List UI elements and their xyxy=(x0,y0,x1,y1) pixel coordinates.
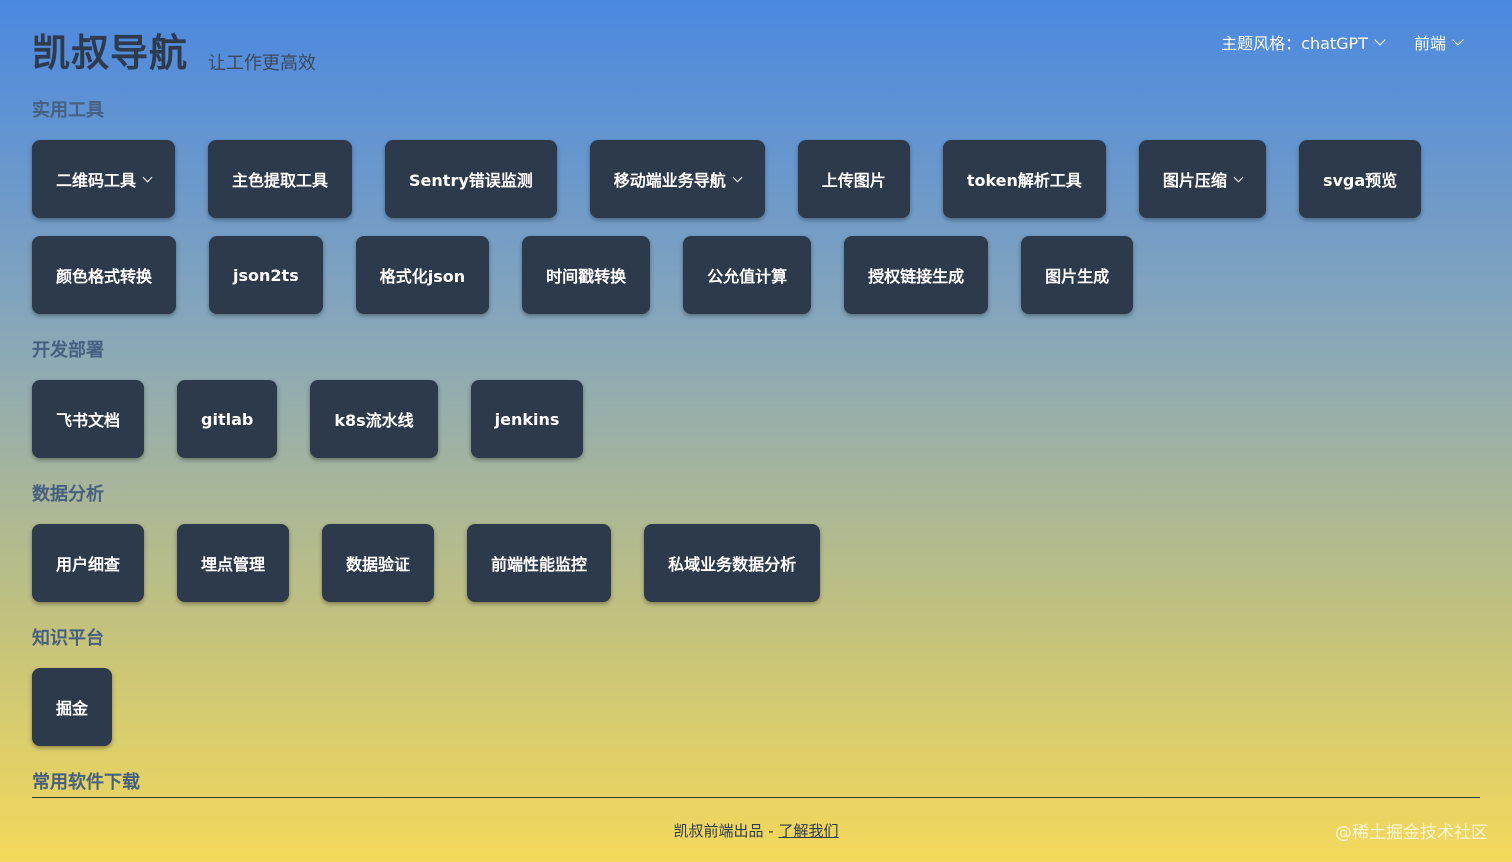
tool-button-label: 二维码工具 xyxy=(56,171,137,190)
chevron-down-icon xyxy=(732,172,743,182)
tool-button-label: 掘金 xyxy=(56,699,89,718)
knowledge-row: 掘金 xyxy=(32,668,113,746)
tool-button-label: 移动端业务导航 xyxy=(613,171,726,190)
tool-button-label: 私域业务数据分析 xyxy=(668,555,797,574)
tool-button-upload-image[interactable]: 上传图片 xyxy=(797,140,910,218)
tool-button-label: 图片生成 xyxy=(1045,267,1110,286)
tool-button-label: 颜色格式转换 xyxy=(56,267,153,286)
tool-button-qrcode[interactable]: 二维码工具 xyxy=(32,140,176,218)
tool-button-feishu-docs[interactable]: 飞书文档 xyxy=(32,380,145,458)
tool-button-label: 数据验证 xyxy=(346,555,411,574)
tool-button-color-extract[interactable]: 主色提取工具 xyxy=(208,140,353,218)
tool-button-label: 飞书文档 xyxy=(56,411,121,430)
tool-button-label: token解析工具 xyxy=(966,171,1082,190)
theme-dropdown-label: 主题风格：chatGPT xyxy=(1221,34,1368,53)
tool-button-sentry[interactable]: Sentry错误监测 xyxy=(385,140,557,218)
chevron-down-icon xyxy=(1452,34,1464,46)
tool-button-label: Sentry错误监测 xyxy=(409,171,533,190)
tool-button-label: 埋点管理 xyxy=(201,555,266,574)
tool-button-label: 公允值计算 xyxy=(707,267,788,286)
section-title-knowledge: 知识平台 xyxy=(32,628,104,649)
brand: 凯叔导航 让工作更高效 xyxy=(32,26,316,80)
utilities-row-2: 颜色格式转换 json2ts 格式化json 时间戳转换 公允值计算 授权链接生… xyxy=(32,236,1134,314)
tool-button-timestamp[interactable]: 时间戳转换 xyxy=(522,236,651,314)
watermark: @稀土掘金技术社区 xyxy=(1335,823,1488,843)
chevron-down-icon xyxy=(1233,172,1244,182)
tool-button-color-convert[interactable]: 颜色格式转换 xyxy=(32,236,177,314)
tool-button-data-verify[interactable]: 数据验证 xyxy=(322,524,435,602)
chevron-down-icon xyxy=(1374,34,1386,46)
tool-button-label: 用户细查 xyxy=(56,555,121,574)
tool-button-tracking-manage[interactable]: 埋点管理 xyxy=(177,524,290,602)
tool-button-label: 上传图片 xyxy=(821,171,886,190)
tool-button-fair-value[interactable]: 公允值计算 xyxy=(683,236,812,314)
section-title-deploy: 开发部署 xyxy=(32,340,104,361)
tool-button-image-compress[interactable]: 图片压缩 xyxy=(1138,140,1266,218)
tool-button-jenkins[interactable]: jenkins xyxy=(470,380,584,458)
tool-button-perf-monitor[interactable]: 前端性能监控 xyxy=(467,524,612,602)
analytics-row: 用户细查 埋点管理 数据验证 前端性能监控 私域业务数据分析 xyxy=(32,524,821,602)
deploy-row: 飞书文档 gitlab k8s流水线 jenkins xyxy=(32,380,584,458)
tool-button-label: gitlab xyxy=(201,409,254,429)
tool-button-user-lookup[interactable]: 用户细查 xyxy=(32,524,145,602)
tool-button-label: 授权链接生成 xyxy=(868,267,965,286)
tool-button-json2ts[interactable]: json2ts xyxy=(209,236,323,314)
footer-text: 凯叔前端出品 - xyxy=(673,822,779,840)
tool-button-token-parse[interactable]: token解析工具 xyxy=(942,140,1106,218)
tool-button-label: 格式化json xyxy=(379,267,466,286)
chevron-down-icon xyxy=(142,172,153,182)
category-dropdown-label: 前端 xyxy=(1413,34,1446,53)
section-title-utilities: 实用工具 xyxy=(32,100,104,121)
tool-button-private-analytics[interactable]: 私域业务数据分析 xyxy=(644,524,821,602)
category-dropdown[interactable]: 前端 xyxy=(1413,30,1464,54)
top-menu: 主题风格：chatGPT 前端 xyxy=(1221,30,1464,54)
tool-button-image-generate[interactable]: 图片生成 xyxy=(1021,236,1134,314)
tool-button-gitlab[interactable]: gitlab xyxy=(177,380,278,458)
tool-button-format-json[interactable]: 格式化json xyxy=(355,236,490,314)
site-title: 凯叔导航 xyxy=(32,31,189,75)
tool-button-label: 图片压缩 xyxy=(1162,171,1227,190)
tool-button-label: k8s流水线 xyxy=(334,411,414,430)
tool-button-label: json2ts xyxy=(233,265,299,285)
section-title-software: 常用软件下载 xyxy=(32,772,140,793)
tool-button-k8s-pipeline[interactable]: k8s流水线 xyxy=(310,380,438,458)
footer: 凯叔前端出品 - 了解我们 xyxy=(0,820,1512,841)
tool-button-label: svga预览 xyxy=(1322,171,1398,190)
tool-button-juejin[interactable]: 掘金 xyxy=(32,668,113,746)
section-title-analytics: 数据分析 xyxy=(32,484,104,505)
tool-button-label: 主色提取工具 xyxy=(232,171,329,190)
tool-button-svga-preview[interactable]: svga预览 xyxy=(1298,140,1422,218)
tool-button-mobile-nav[interactable]: 移动端业务导航 xyxy=(589,140,765,218)
site-slogan: 让工作更高效 xyxy=(208,53,317,74)
about-us-link[interactable]: 了解我们 xyxy=(778,822,839,840)
tool-button-auth-link[interactable]: 授权链接生成 xyxy=(844,236,989,314)
tool-button-label: 前端性能监控 xyxy=(491,555,588,574)
tool-button-label: jenkins xyxy=(494,409,560,429)
footer-divider xyxy=(32,797,1480,798)
tool-button-label: 时间戳转换 xyxy=(546,267,627,286)
utilities-row-1: 二维码工具 主色提取工具 Sentry错误监测 移动端业务导航 上传图片 tok… xyxy=(32,140,1422,218)
theme-dropdown[interactable]: 主题风格：chatGPT xyxy=(1221,30,1386,54)
